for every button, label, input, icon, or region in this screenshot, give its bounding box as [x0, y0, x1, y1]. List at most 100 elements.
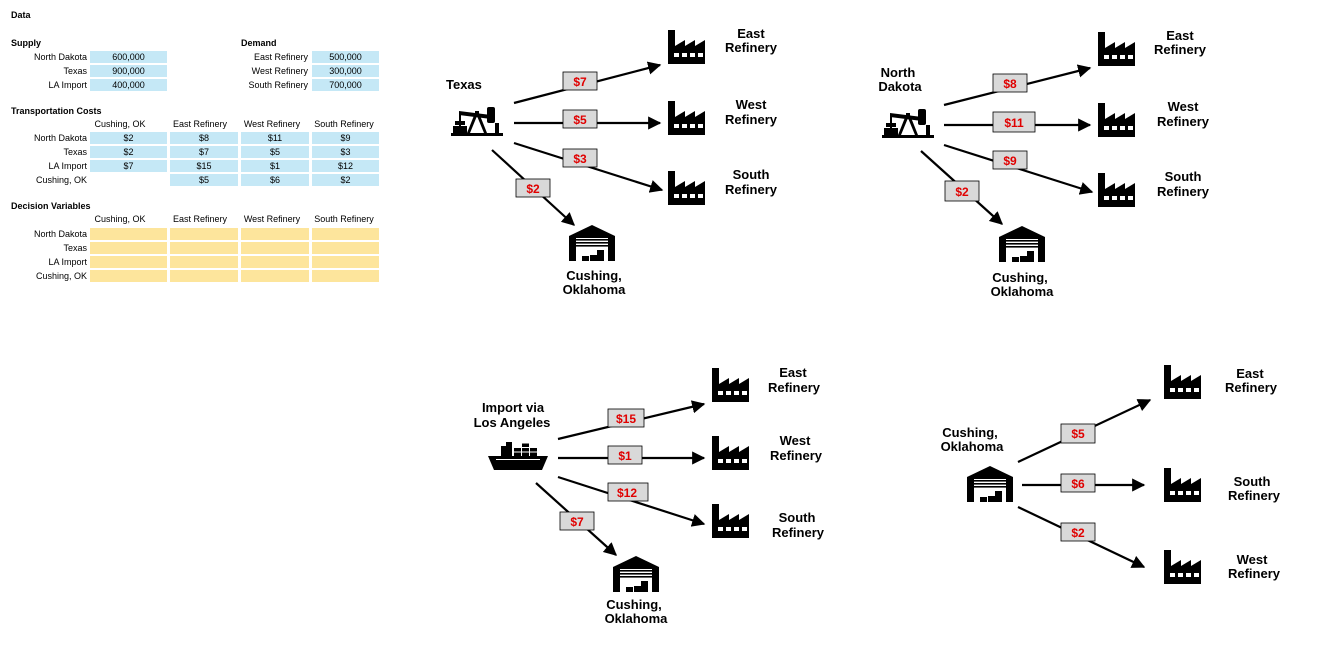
- cost-label: $2: [526, 182, 540, 196]
- demand-label: East Refinery: [253, 52, 308, 62]
- node-label: Cushing,Oklahoma: [991, 270, 1055, 299]
- factory-icon: [668, 171, 705, 205]
- cost-label: $5: [1071, 427, 1085, 441]
- cost-label: $7: [573, 75, 587, 89]
- supply-cell[interactable]: 900,000: [90, 65, 167, 77]
- warehouse-icon: [613, 556, 659, 592]
- cost-box: $5: [562, 109, 598, 129]
- decision-cell[interactable]: [90, 256, 167, 268]
- cost-cell[interactable]: $12: [312, 160, 379, 172]
- column-header: East Refinery: [172, 119, 228, 129]
- decision-cell[interactable]: [170, 242, 238, 254]
- oil-pump-icon: [882, 109, 934, 138]
- cost-box: $2: [1060, 522, 1096, 542]
- cost-box: $5: [1060, 423, 1096, 444]
- decision-heading: Decision Variables: [11, 201, 91, 211]
- decision-cell[interactable]: [312, 228, 379, 240]
- supply-cell[interactable]: 400,000: [90, 79, 167, 91]
- supply-label: Texas: [63, 66, 87, 76]
- cost-box: $1: [607, 445, 643, 465]
- demand-cell[interactable]: 700,000: [312, 79, 379, 91]
- cost-label: $6: [1071, 477, 1085, 491]
- cost-box: $15: [607, 408, 645, 428]
- cost-label: $2: [955, 185, 969, 199]
- cost-cell[interactable]: $2: [90, 146, 167, 158]
- decision-cell[interactable]: [170, 256, 238, 268]
- decision-cell[interactable]: [312, 270, 379, 282]
- cost-cell[interactable]: $11: [241, 132, 309, 144]
- cost-cell[interactable]: $2: [90, 132, 167, 144]
- row-label: LA Import: [48, 257, 87, 267]
- row-label: North Dakota: [33, 133, 87, 143]
- decision-cell[interactable]: [170, 228, 238, 240]
- cost-cell[interactable]: $5: [241, 146, 309, 158]
- cost-box: $6: [1060, 473, 1096, 493]
- decision-cell[interactable]: [170, 270, 238, 282]
- factory-icon: [1164, 365, 1201, 399]
- cost-cell[interactable]: $8: [170, 132, 238, 144]
- decision-cell[interactable]: [241, 228, 309, 240]
- cost-label: $7: [570, 515, 584, 529]
- cost-cell[interactable]: $2: [312, 174, 379, 186]
- row-label: North Dakota: [33, 229, 87, 239]
- decision-cell[interactable]: [312, 256, 379, 268]
- factory-icon: [1098, 32, 1135, 66]
- cost-box: $2: [515, 178, 551, 198]
- decision-cell[interactable]: [241, 256, 309, 268]
- cost-cell[interactable]: $6: [241, 174, 309, 186]
- row-label: Texas: [63, 147, 87, 157]
- cost-box: $11: [992, 111, 1036, 133]
- decision-cell[interactable]: [312, 242, 379, 254]
- demand-cell[interactable]: 300,000: [312, 65, 379, 77]
- cost-cell[interactable]: $7: [90, 160, 167, 172]
- decision-cell[interactable]: [90, 228, 167, 240]
- cargo-ship-icon: [488, 442, 548, 470]
- demand-cell[interactable]: 500,000: [312, 51, 379, 63]
- source-label: Texas: [446, 77, 482, 92]
- cost-cell[interactable]: $3: [312, 146, 379, 158]
- factory-icon: [1098, 103, 1135, 137]
- cost-label: $2: [1071, 526, 1085, 540]
- cost-box: $2: [944, 180, 980, 202]
- cost-label: $11: [1004, 116, 1024, 130]
- cost-label: $9: [1003, 154, 1017, 168]
- cost-cell[interactable]: $7: [170, 146, 238, 158]
- row-label: Texas: [63, 243, 87, 253]
- decision-cell[interactable]: [90, 242, 167, 254]
- row-label: Cushing, OK: [35, 271, 87, 281]
- supply-heading: Supply: [11, 38, 42, 48]
- factory-icon: [668, 30, 705, 64]
- warehouse-icon: [569, 225, 615, 261]
- decision-cell[interactable]: [241, 270, 309, 282]
- decision-cell[interactable]: [241, 242, 309, 254]
- node-label: Cushing,Oklahoma: [563, 268, 627, 297]
- cost-cell[interactable]: $9: [312, 132, 379, 144]
- cost-cell[interactable]: $5: [170, 174, 238, 186]
- factory-icon: [712, 504, 749, 538]
- factory-icon: [712, 436, 749, 470]
- warehouse-icon: [999, 226, 1045, 262]
- decision-cell[interactable]: [90, 270, 167, 282]
- supply-cell[interactable]: 600,000: [90, 51, 167, 63]
- factory-icon: [712, 368, 749, 402]
- transport-heading: Transportation Costs: [11, 106, 102, 116]
- factory-icon: [1164, 550, 1201, 584]
- cost-cell[interactable]: $15: [170, 160, 238, 172]
- cost-cell[interactable]: $1: [241, 160, 309, 172]
